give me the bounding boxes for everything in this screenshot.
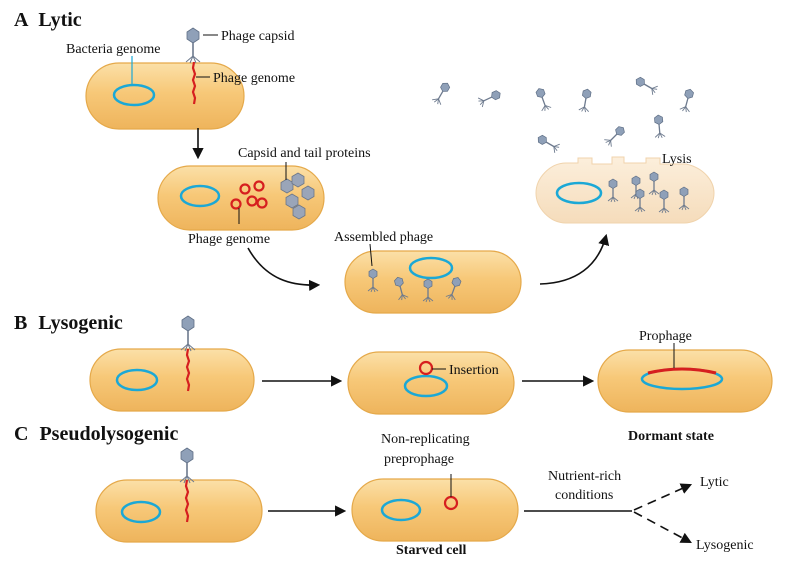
label-nutrient-line2: conditions <box>555 488 613 503</box>
phage-genome-injected <box>185 348 191 392</box>
section-c-letter: C <box>14 423 28 445</box>
bacteria-genome-ring <box>112 83 156 107</box>
label-phage-capsid: Phage capsid <box>221 29 294 44</box>
bacteria-genome-ring <box>380 498 422 522</box>
bacteria-genome-ring <box>408 256 454 280</box>
section-b-letter: B <box>14 312 27 334</box>
bacteria-genome-ring <box>555 181 603 205</box>
lysogenic-cell-infection <box>89 348 255 412</box>
section-a-heading: A Lytic <box>14 9 82 31</box>
leader-assembled-phage <box>369 243 373 267</box>
section-a-title: Lytic <box>38 9 81 31</box>
label-dormant-state: Dormant state <box>628 429 714 444</box>
lytic-cell-lysis <box>535 156 715 224</box>
label-outcome-lysogenic: Lysogenic <box>696 538 754 553</box>
label-nutrient-line1: Nutrient-rich <box>548 469 621 484</box>
arrow-branch-to-lysogenic <box>633 511 692 544</box>
bacteria-genome-ring <box>115 368 159 392</box>
phage-genome-circle <box>418 360 434 376</box>
pseudolysogenic-cell-starved <box>351 478 519 542</box>
phage-genome-injected <box>191 61 197 105</box>
phage-icon <box>180 315 196 352</box>
label-capsid-tail-proteins: Capsid and tail proteins <box>238 146 371 161</box>
phage-genome-injected <box>184 479 190 523</box>
arrow-branch-to-lytic <box>633 483 693 511</box>
lytic-cell-assembly <box>344 250 522 314</box>
label-insertion: Insertion <box>449 363 499 378</box>
phage-capsid-icon <box>185 27 201 64</box>
label-bacteria-genome: Bacteria genome <box>66 42 160 57</box>
label-assembled-phage: Assembled phage <box>334 230 433 245</box>
label-outcome-lytic: Lytic <box>700 475 729 490</box>
section-c-title: Pseudolysogenic <box>39 423 178 445</box>
prophage-segment <box>647 367 717 375</box>
replicated-phage-genomes <box>230 180 268 210</box>
label-phage-genome-mid: Phage genome <box>188 232 270 247</box>
phage-icon <box>179 447 195 484</box>
lytic-cell-replication <box>157 165 325 231</box>
label-non-replicating-line1: Non-replicating <box>381 432 470 447</box>
lytic-cell-infection <box>85 61 245 130</box>
section-b-title: Lysogenic <box>38 312 123 334</box>
arrow-replication-to-assembly <box>247 247 321 291</box>
label-starved-cell: Starved cell <box>396 543 466 558</box>
free-phages <box>431 74 696 154</box>
label-phage-genome-top: Phage genome <box>213 71 295 86</box>
lysogenic-cell-prophage <box>597 349 773 413</box>
arrow-assembly-to-lysis <box>539 233 610 285</box>
label-prophage: Prophage <box>639 329 692 344</box>
bacteria-genome-ring <box>120 500 162 524</box>
bacteria-genome-ring <box>403 374 449 398</box>
label-lysis: Lysis <box>662 152 692 167</box>
label-non-replicating-line2: preprophage <box>384 452 454 467</box>
lysogenic-cell-insertion <box>347 351 515 415</box>
section-c-heading: C Pseudolysogenic <box>14 423 178 445</box>
pseudolysogenic-cell-infection <box>95 479 263 543</box>
section-b-heading: B Lysogenic <box>14 312 123 334</box>
section-a-letter: A <box>14 9 29 31</box>
bacteria-genome-ring <box>179 184 221 208</box>
